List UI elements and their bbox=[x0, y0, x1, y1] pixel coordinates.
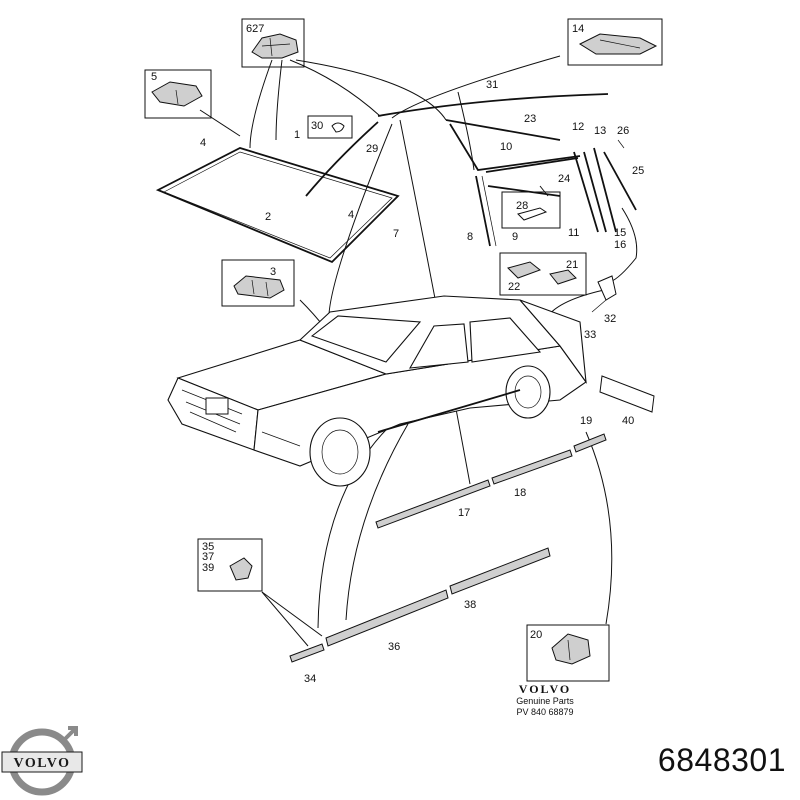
caption-genuine-parts: Genuine Parts bbox=[516, 696, 574, 706]
callout-23: 23 bbox=[524, 113, 536, 125]
callout-box-28: 28 bbox=[501, 191, 561, 229]
callout-box-627: 627 bbox=[241, 18, 305, 68]
callout-20: 20 bbox=[530, 629, 542, 641]
callout-39: 39 bbox=[202, 562, 214, 574]
callout-11: 11 bbox=[568, 227, 579, 239]
callout-box-30: 30 bbox=[307, 115, 353, 139]
callout-box-3: 3 bbox=[221, 259, 295, 307]
callout-8: 8 bbox=[467, 231, 473, 243]
callout-7: 7 bbox=[393, 228, 399, 240]
callout-18: 18 bbox=[514, 487, 526, 499]
callout-box-21-22: 21 22 bbox=[499, 252, 587, 296]
callout-9: 9 bbox=[512, 231, 518, 243]
callout-37: 37 bbox=[202, 551, 214, 563]
callout-10: 10 bbox=[500, 141, 512, 153]
callout-box-5: 5 bbox=[144, 69, 212, 119]
callout-30: 30 bbox=[311, 120, 323, 132]
callout-12: 12 bbox=[572, 121, 584, 133]
callout-38: 38 bbox=[464, 599, 476, 611]
callout-29: 29 bbox=[366, 143, 378, 155]
part-number: 6848301 bbox=[657, 742, 786, 778]
callout-3: 3 bbox=[270, 266, 276, 278]
callout-36: 36 bbox=[388, 641, 400, 653]
caption-brand: VOLVO bbox=[518, 682, 572, 696]
callout-21: 21 bbox=[566, 259, 578, 271]
callout-box-35: 35 37 39 bbox=[197, 538, 263, 592]
callout-35: 35 bbox=[202, 541, 214, 553]
callout-box-14: 14 bbox=[567, 18, 663, 66]
callout-4a: 4 bbox=[200, 137, 206, 149]
caption-pv-number: PV 840 68879 bbox=[516, 707, 574, 717]
callout-13: 13 bbox=[594, 125, 606, 137]
callout-16: 16 bbox=[614, 239, 626, 251]
genuine-parts-caption: VOLVO Genuine Parts PV 840 68879 bbox=[490, 683, 600, 718]
callout-numbers: 31 1 29 4 4 2 7 23 12 13 26 10 25 24 8 9… bbox=[200, 79, 644, 685]
callout-19: 19 bbox=[580, 415, 592, 427]
volvo-logo-text: VOLVO bbox=[14, 756, 71, 771]
callout-25: 25 bbox=[632, 165, 644, 177]
callout-1: 1 bbox=[294, 129, 300, 141]
callout-28: 28 bbox=[516, 200, 528, 212]
volvo-logo: VOLVO bbox=[1, 726, 83, 796]
callout-14: 14 bbox=[572, 23, 584, 35]
callout-15: 15 bbox=[614, 227, 626, 239]
side-trim-mouldings bbox=[289, 275, 655, 663]
callout-627: 627 bbox=[246, 23, 264, 35]
callout-34: 34 bbox=[304, 673, 316, 685]
volvo-arrow-icon bbox=[62, 726, 78, 742]
callout-40: 40 bbox=[622, 415, 634, 427]
callout-26: 26 bbox=[617, 125, 629, 137]
callout-24: 24 bbox=[558, 173, 570, 185]
callout-22: 22 bbox=[508, 281, 520, 293]
callout-4b: 4 bbox=[348, 209, 354, 221]
callout-31: 31 bbox=[486, 79, 498, 91]
callout-5: 5 bbox=[151, 71, 157, 83]
callout-box-20: 20 bbox=[526, 624, 610, 682]
callout-17: 17 bbox=[458, 507, 470, 519]
callout-33: 33 bbox=[584, 329, 596, 341]
car-illustration bbox=[167, 295, 587, 487]
callout-32: 32 bbox=[604, 313, 616, 325]
leader-lines bbox=[199, 55, 638, 647]
roof-mouldings bbox=[155, 93, 637, 264]
callout-2: 2 bbox=[265, 211, 271, 223]
